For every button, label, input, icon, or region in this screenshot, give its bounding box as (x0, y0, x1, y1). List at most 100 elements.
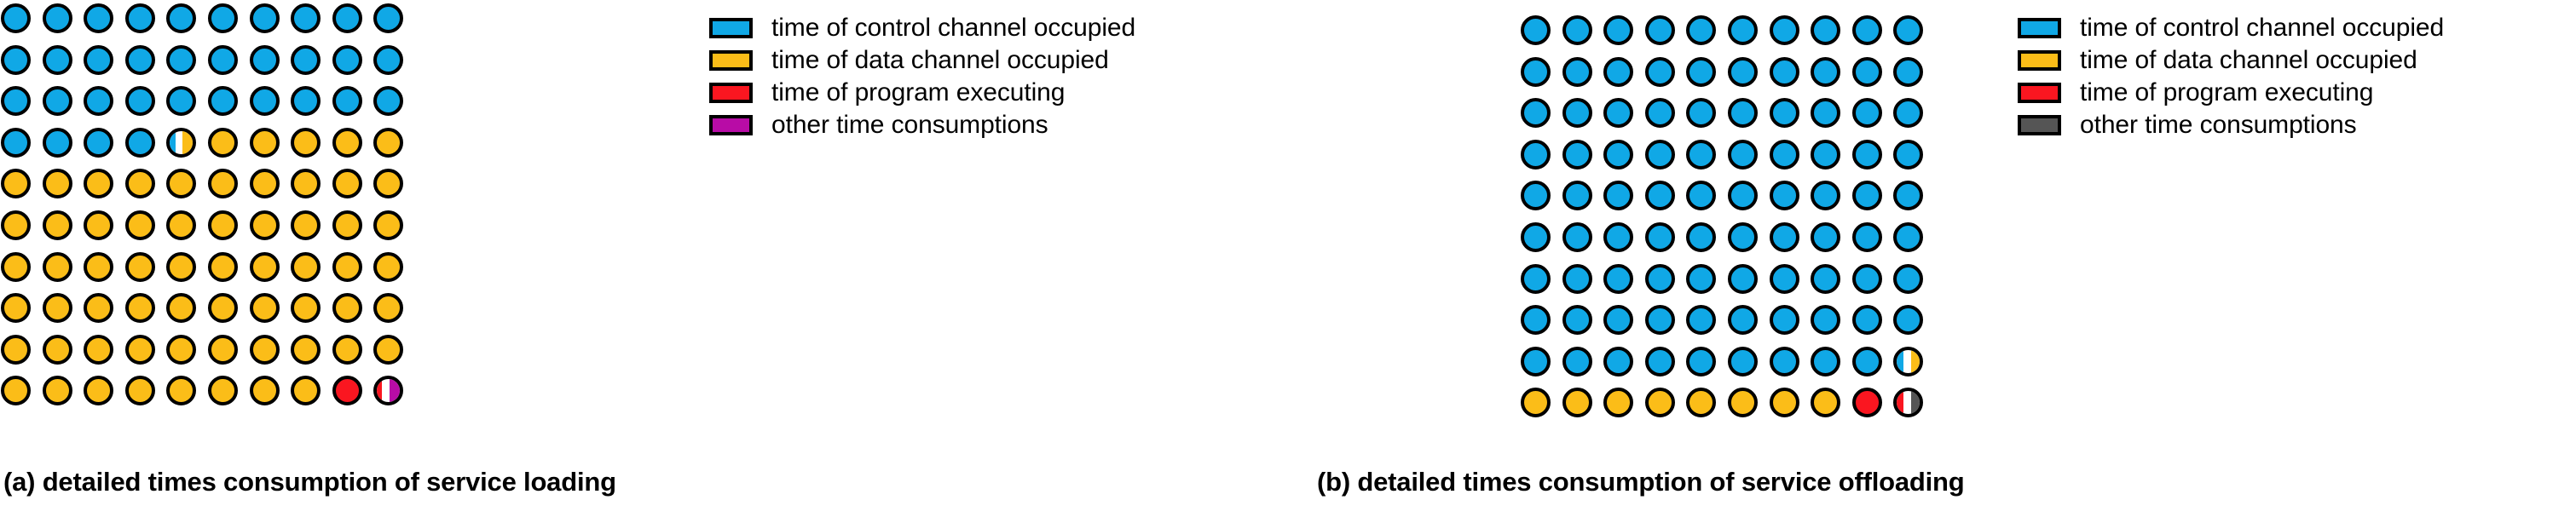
legend-label-other: other time consumptions (2080, 111, 2357, 139)
waffle-cell (1810, 95, 1851, 136)
waffle-dot-icon (373, 3, 404, 33)
waffle-dot-icon (1562, 346, 1592, 376)
waffle-cell (124, 290, 166, 331)
waffle-dot-icon (1893, 388, 1924, 418)
waffle-cell (1603, 219, 1644, 261)
waffle-cell (1727, 261, 1769, 302)
waffle-dot-icon (1893, 305, 1924, 336)
waffle-cell (373, 0, 414, 42)
waffle-dot-half-right (390, 379, 401, 403)
waffle-dot-icon (1521, 305, 1551, 336)
waffle-dot-icon (1727, 221, 1758, 252)
waffle-dot-icon (373, 251, 404, 282)
waffle-dot-icon (1603, 388, 1634, 418)
waffle-dot-icon (124, 210, 155, 240)
waffle-dot-icon (166, 334, 197, 365)
waffle-dot-icon (1811, 346, 1841, 376)
waffle-cell (1810, 343, 1851, 385)
waffle-dot-icon (291, 169, 321, 199)
waffle-cell (165, 290, 207, 331)
waffle-dot-icon (1893, 139, 1924, 170)
waffle-cell (1603, 302, 1644, 343)
waffle-cell (373, 249, 414, 290)
waffle-cell (1562, 302, 1603, 343)
waffle-cell (1603, 177, 1644, 219)
waffle-cell (1603, 384, 1644, 426)
waffle-cell (42, 290, 84, 331)
waffle-cell (373, 331, 414, 373)
waffle-cell (124, 83, 166, 124)
waffle-cell (249, 290, 291, 331)
waffle-dot-icon (373, 210, 404, 240)
waffle-cell (1520, 261, 1562, 302)
waffle-cell (1520, 95, 1562, 136)
waffle-cell (1851, 219, 1893, 261)
waffle-cell (207, 207, 249, 249)
waffle-dot-icon (1811, 221, 1841, 252)
legend-label-control: time of control channel occupied (771, 14, 1136, 42)
waffle-dot-icon (1769, 181, 1799, 211)
waffle-dot-icon (1562, 15, 1592, 45)
waffle-dot-icon (332, 44, 362, 75)
legend-swatch-program-icon (709, 83, 753, 103)
waffle-dot-icon (84, 169, 114, 199)
waffle-cell (290, 331, 332, 373)
waffle-dot-icon (1521, 15, 1551, 45)
waffle-dot-icon (1521, 98, 1551, 129)
waffle-cell (0, 249, 42, 290)
waffle-cell (290, 124, 332, 166)
waffle-dot-icon (84, 44, 114, 75)
waffle-dot-icon (1811, 98, 1841, 129)
waffle-cell (1562, 177, 1603, 219)
waffle-cell (124, 165, 166, 207)
waffle-dot-icon (291, 334, 321, 365)
waffle-dot-icon (1686, 388, 1717, 418)
waffle-dot-icon (249, 127, 280, 158)
waffle-dot-icon (124, 3, 155, 33)
waffle-cell (1520, 219, 1562, 261)
legend-label-program: time of program executing (2080, 78, 2374, 106)
waffle-cell (1644, 12, 1686, 54)
waffle-dot-icon (1, 293, 31, 324)
waffle-cell (1769, 384, 1811, 426)
figure-panel-b: time of control channel occupied time of… (1288, 0, 2576, 523)
waffle-cell (332, 331, 373, 373)
waffle-cell (1562, 261, 1603, 302)
legend-label-control: time of control channel occupied (2080, 14, 2445, 42)
waffle-dot-icon (1603, 346, 1634, 376)
waffle-cell (373, 290, 414, 331)
waffle-cell (1644, 343, 1686, 385)
waffle-dot-icon (1851, 56, 1882, 87)
legend-label-program: time of program executing (771, 78, 1066, 106)
waffle-cell (249, 42, 291, 83)
waffle-cell (249, 83, 291, 124)
waffle-chart-b (1520, 12, 1934, 426)
waffle-cell (42, 83, 84, 124)
waffle-cell (249, 331, 291, 373)
waffle-cell (1562, 12, 1603, 54)
waffle-dot-icon (1521, 139, 1551, 170)
waffle-dot-icon (1644, 346, 1675, 376)
waffle-cell (1769, 302, 1811, 343)
waffle-cell (42, 249, 84, 290)
legend-swatch-control-icon (2018, 18, 2061, 38)
waffle-dot-icon (84, 210, 114, 240)
legend-item-other: other time consumptions (709, 109, 1135, 141)
waffle-chart-a (0, 0, 414, 414)
waffle-dot-icon (1644, 181, 1675, 211)
waffle-cell (1769, 54, 1811, 95)
waffle-cell (1810, 384, 1851, 426)
waffle-dot-icon (42, 376, 72, 406)
legend-label-data: time of data channel occupied (771, 46, 1109, 74)
waffle-dot-icon (1893, 221, 1924, 252)
waffle-cell (124, 42, 166, 83)
waffle-dot-icon (1644, 56, 1675, 87)
waffle-dot-icon (166, 376, 197, 406)
waffle-cell (1685, 219, 1727, 261)
waffle-cell (1644, 136, 1686, 178)
waffle-dot-icon (1811, 139, 1841, 170)
waffle-cell (1769, 136, 1811, 178)
waffle-dot-icon (291, 210, 321, 240)
waffle-dot-icon (1521, 221, 1551, 252)
waffle-dot-icon (207, 3, 238, 33)
